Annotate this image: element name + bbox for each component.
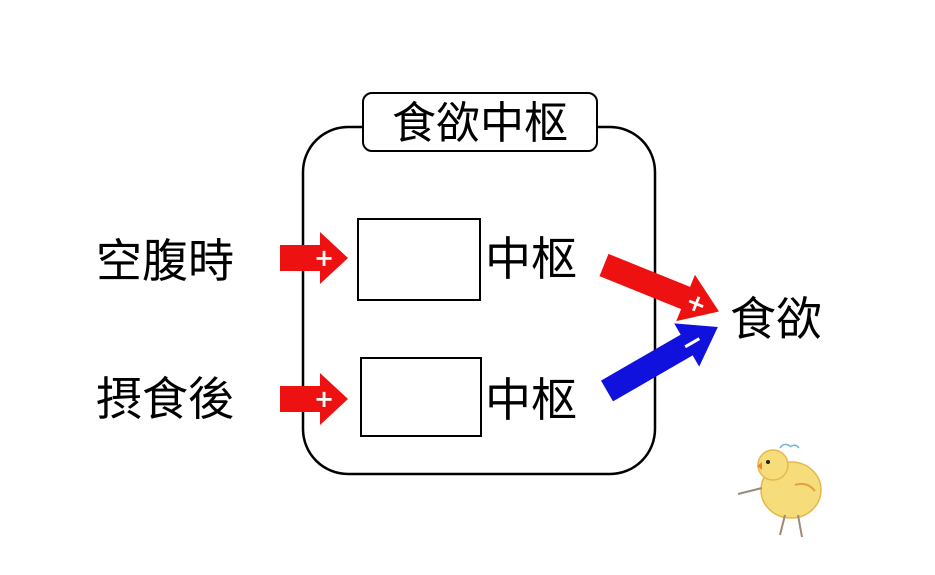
chick-icon xyxy=(737,443,822,538)
input-arrow-2: + xyxy=(280,373,348,425)
effect-arrow-plus: + xyxy=(599,253,719,322)
input-arrow-1-sign: + xyxy=(314,244,334,272)
input-label-1: 空腹時 xyxy=(96,234,234,288)
input-arrow-1: + xyxy=(280,232,348,284)
center-label-2: 中枢 xyxy=(485,373,577,427)
blank-box-2 xyxy=(360,357,482,437)
blank-box-1 xyxy=(357,218,481,301)
input-arrow-2-sign: + xyxy=(314,385,334,413)
input-label-2: 摂食後 xyxy=(96,372,234,426)
output-label: 食欲 xyxy=(730,292,822,346)
effect-arrow-minus: − xyxy=(601,323,718,402)
center-title: 食欲中枢 xyxy=(362,92,598,152)
center-label-1: 中枢 xyxy=(485,232,577,286)
